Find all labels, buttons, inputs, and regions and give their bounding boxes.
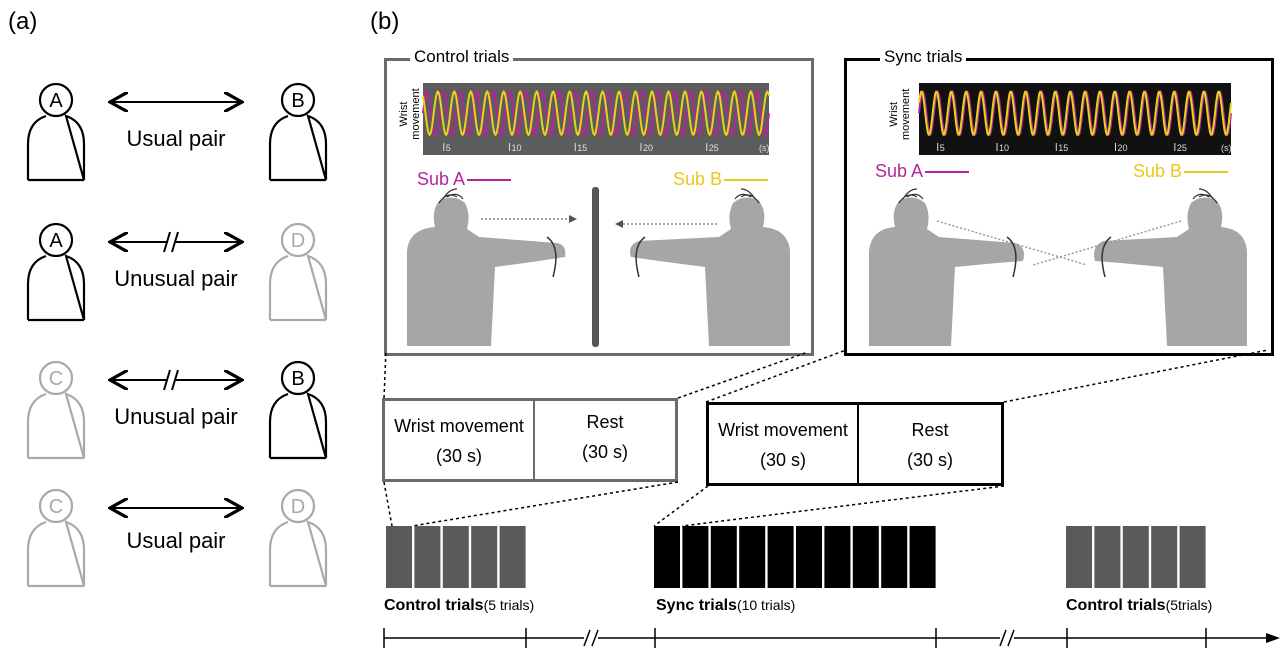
svg-text:A: A — [49, 90, 63, 112]
time-tick-label: 25 — [1177, 143, 1187, 153]
sync-rest-duration: (30 s) — [906, 450, 953, 470]
sync-trial-block — [824, 526, 851, 588]
sync-move-duration: (30 s) — [759, 450, 806, 470]
control-move-cell: Wrist movement (30 s) — [385, 401, 535, 479]
time-tick-label: 5 — [446, 143, 451, 153]
sync-trial-block — [710, 526, 737, 588]
sync-trial-block — [739, 526, 766, 588]
person-a-icon: A — [26, 222, 86, 322]
time-tick-label: 15 — [577, 143, 587, 153]
sync-trial-block — [909, 526, 936, 588]
svg-text:B: B — [291, 368, 304, 390]
sub-a-wave — [422, 89, 770, 137]
time-tick-label: 20 — [643, 143, 653, 153]
broken-double-arrow-icon — [112, 369, 240, 391]
timeline-block1-caption: Control trials(5 trials) — [384, 597, 535, 614]
control-trial-block — [1151, 526, 1178, 588]
sync-rest-cell: Rest (30 s) — [859, 405, 1001, 483]
svg-text:A: A — [49, 230, 63, 252]
sync-sub-b-label: Sub B — [1133, 161, 1229, 182]
control-trial-block — [499, 526, 526, 588]
person-c-icon: C — [26, 488, 86, 588]
control-illustration: 5 10 15 20 25 (s) — [407, 83, 790, 347]
control-trial-block — [386, 526, 412, 588]
pair-label-1: Usual pair — [126, 126, 226, 151]
control-trial-block — [471, 526, 498, 588]
timeline-block3-caption: Control trials(5trials) — [1066, 597, 1213, 614]
control-move-label: Wrist movement — [394, 416, 524, 436]
panel-a-label: (a) — [8, 8, 38, 35]
sync-move-cell: Wrist movement (30 s) — [709, 405, 859, 483]
svg-text:D: D — [291, 496, 305, 518]
control-trial-structure: Wrist movement (30 s) Rest (30 s) — [382, 398, 678, 482]
sync-trial-block — [654, 526, 680, 588]
sub-b-wave — [918, 90, 1232, 136]
control-trial-block — [1179, 526, 1206, 588]
sync-illustration: 5 10 15 20 25 (s) — [869, 83, 1247, 346]
control-trials-panel: 5 10 15 20 25 (s) Sub A Sub B — [384, 58, 814, 356]
time-tick-label: 10 — [512, 143, 522, 153]
sync-trials-title: Sync trials — [880, 47, 967, 67]
control-trial-block — [1066, 526, 1092, 588]
person-d-icon: D — [268, 488, 328, 588]
time-tick-label: 15 — [1058, 143, 1068, 153]
time-tick-label: 5 — [940, 143, 945, 153]
pairs-diagram: A B A D C B C D — [26, 82, 328, 588]
time-tick-label: 20 — [1118, 143, 1128, 153]
control-rest-duration: (30 s) — [581, 442, 628, 462]
timeline-block2-caption: Sync trials(10 trials) — [656, 597, 796, 614]
sub-a-wave — [918, 89, 1232, 137]
person-b-icon: B — [268, 360, 328, 460]
person-d-icon: D — [268, 222, 328, 322]
person-b-icon: B — [268, 82, 328, 182]
sync-trial-block — [796, 526, 822, 588]
sync-trial-block — [852, 526, 879, 588]
control-trial-block — [442, 526, 469, 588]
sync-trial-block — [682, 526, 709, 588]
panel-b-label: (b) — [370, 8, 400, 35]
svg-text:B: B — [291, 90, 304, 112]
control-trials-title: Control trials — [410, 47, 514, 67]
sub-b-wave — [422, 89, 770, 137]
sync-rest-label: Rest — [911, 420, 949, 440]
time-tick-label: (s) — [1221, 143, 1232, 153]
sync-trials-panel: 5 10 15 20 25 (s) Sub A Sub B — [844, 58, 1274, 356]
control-trial-block — [1094, 526, 1121, 588]
time-tick-label: 10 — [999, 143, 1009, 153]
person-a-icon: A — [26, 82, 86, 182]
control-trial-block — [414, 526, 441, 588]
control-sub-a-label: Sub A — [417, 169, 512, 190]
control-trial-block — [1122, 526, 1149, 588]
time-tick-label: (s) — [759, 143, 770, 153]
svg-text:C: C — [49, 496, 63, 518]
sync-trial-block — [767, 526, 794, 588]
sync-trial-block — [881, 526, 908, 588]
broken-double-arrow-icon — [112, 231, 240, 253]
person-c-icon: C — [26, 360, 86, 460]
pair-label-2: Unusual pair — [114, 266, 238, 291]
control-rest-label: Rest — [586, 412, 624, 432]
time-tick-label: 25 — [709, 143, 719, 153]
pair-label-3: Unusual pair — [114, 404, 238, 429]
sync-move-label: Wrist movement — [718, 420, 848, 440]
sync-title-rule — [992, 58, 1248, 61]
pair-label-4: Usual pair — [126, 528, 226, 553]
sync-sub-a-label: Sub A — [875, 161, 970, 182]
svg-text:D: D — [291, 230, 305, 252]
sync-trial-structure: Wrist movement (30 s) Rest (30 s) — [706, 402, 1004, 486]
control-rest-cell: Rest (30 s) — [535, 401, 675, 479]
control-move-duration: (30 s) — [435, 446, 482, 466]
svg-text:C: C — [49, 368, 63, 390]
control-sub-b-label: Sub B — [673, 169, 769, 190]
